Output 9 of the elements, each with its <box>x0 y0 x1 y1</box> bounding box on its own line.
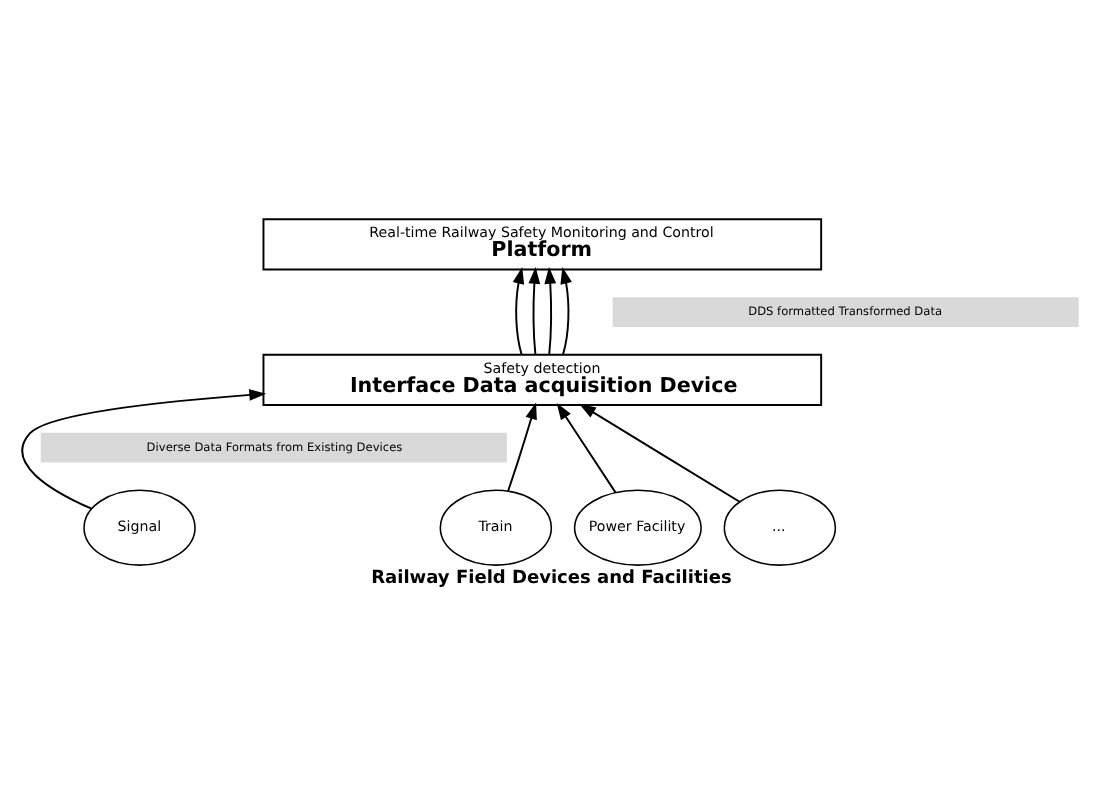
arrow <box>579 402 741 502</box>
arrow <box>544 265 557 355</box>
arrow <box>560 266 572 355</box>
arrow <box>507 401 537 491</box>
arrow <box>21 388 267 509</box>
arrow <box>512 266 525 355</box>
caption: Railway Field Devices and Facilities <box>371 568 732 589</box>
arrow <box>528 265 541 355</box>
arrow <box>556 402 617 493</box>
